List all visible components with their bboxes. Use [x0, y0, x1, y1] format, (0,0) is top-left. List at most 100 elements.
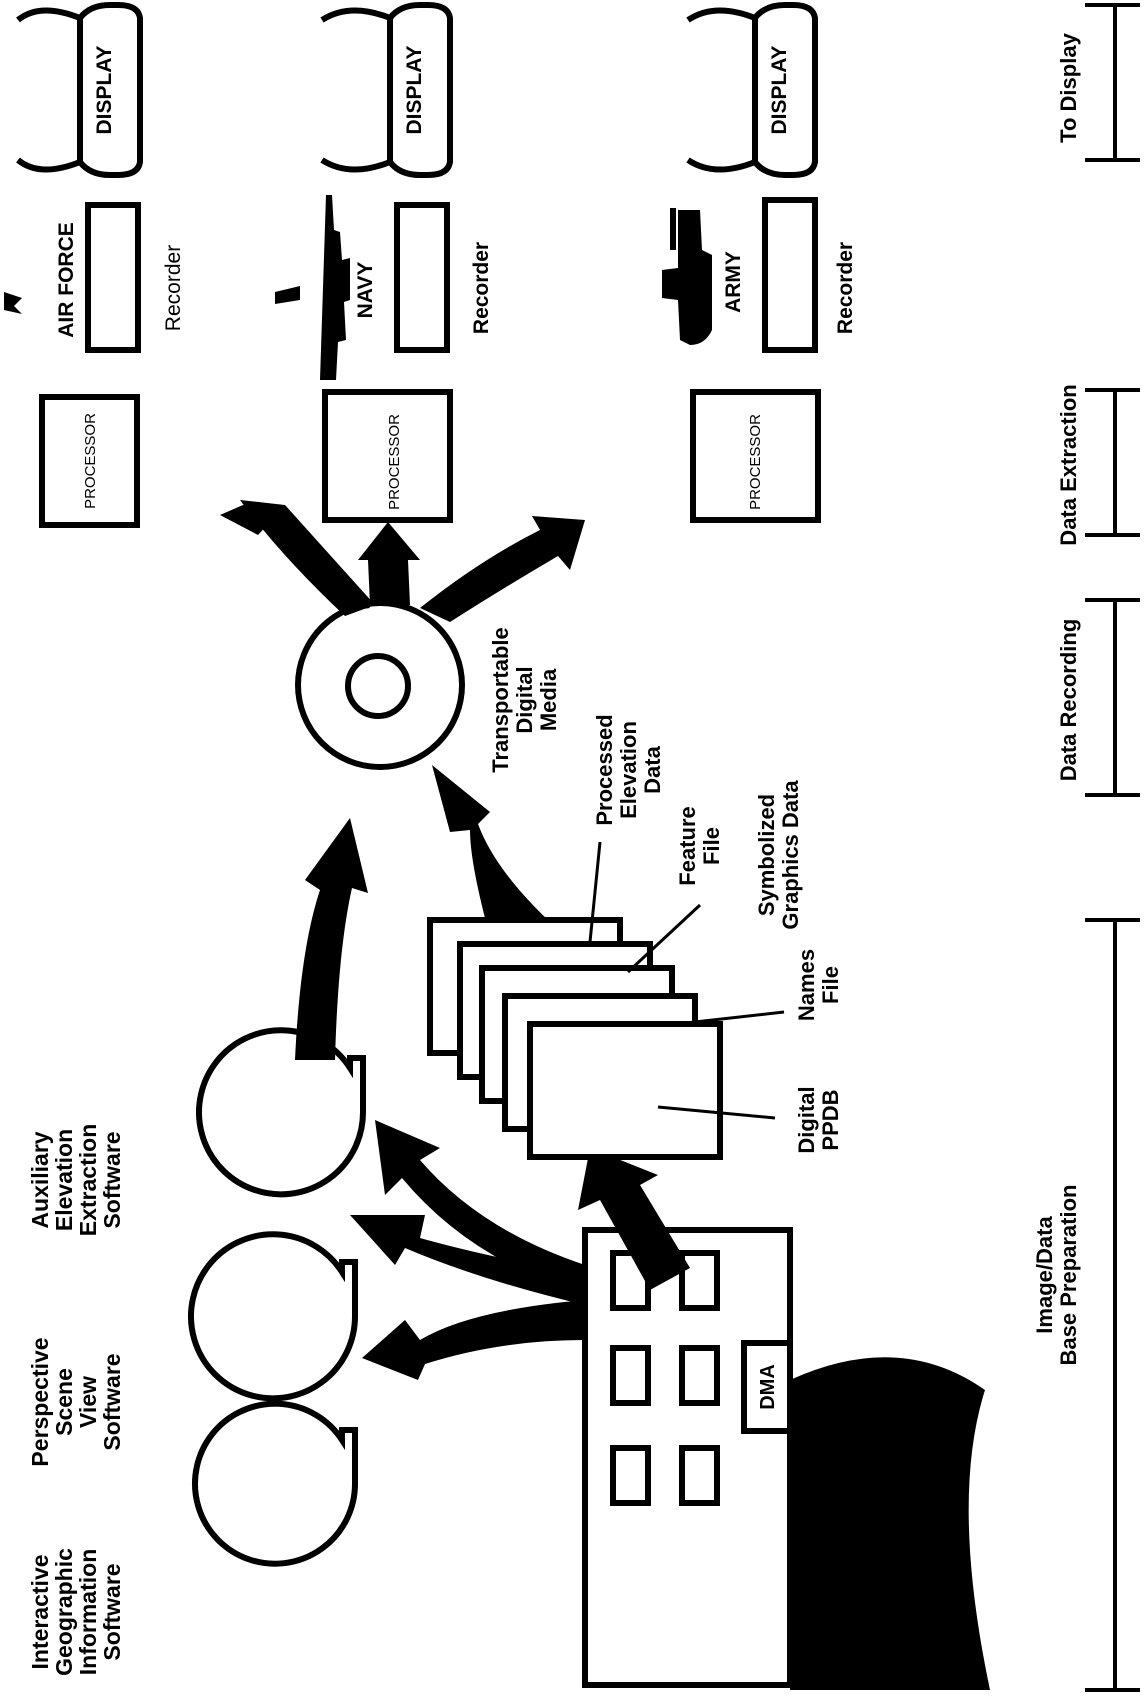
- arrow-media-to-navy: [358, 522, 420, 605]
- svg-text:DISPLAY: DISPLAY: [768, 45, 791, 134]
- ppdb-label: Digital PPDB: [794, 1086, 843, 1153]
- svg-text:Feature: Feature: [675, 806, 700, 885]
- svg-text:DISPLAY: DISPLAY: [403, 45, 426, 134]
- svg-text:Perspective: Perspective: [27, 1337, 53, 1466]
- navy-display: [387, 2, 453, 178]
- mound-shape: [790, 1357, 990, 1690]
- airforce-display-label: DISPLAY: [93, 45, 116, 134]
- svg-text:Processed: Processed: [592, 714, 617, 825]
- gis-software-label: Interactive Geographic Information Softw…: [27, 1548, 125, 1676]
- svg-text:PROCESSOR: PROCESSOR: [747, 414, 764, 510]
- arrow-files-to-media: [432, 765, 550, 922]
- auxiliary-software-label: Auxiliary Elevation Extraction Software: [27, 1124, 125, 1236]
- building-window: [679, 1250, 720, 1311]
- army-recorder-label: Recorder: [834, 242, 857, 334]
- navy-display-frame: [320, 7, 392, 173]
- svg-text:PROCESSOR: PROCESSOR: [386, 414, 403, 510]
- symbolized-label: Symbolized Graphics Data: [754, 780, 803, 930]
- airforce-processor: [39, 394, 140, 528]
- army-service-label: ARMY: [722, 251, 745, 313]
- svg-text:Data: Data: [640, 745, 665, 793]
- media-label: Transportable Digital Media: [488, 627, 561, 772]
- svg-text:Base Preparation: Base Preparation: [1056, 1185, 1081, 1366]
- svg-text:Recorder: Recorder: [470, 242, 493, 334]
- svg-text:Interactive: Interactive: [27, 1554, 53, 1669]
- feature-file-label: Feature File: [675, 806, 724, 885]
- svg-text:Digital: Digital: [794, 1086, 819, 1153]
- army-processor-label: PROCESSOR: [747, 414, 764, 510]
- building-label: DMA: [757, 1364, 779, 1410]
- aircraft-icon: [4, 292, 22, 314]
- svg-text:Symbolized: Symbolized: [754, 794, 779, 916]
- svg-text:Data Recording: Data Recording: [1056, 619, 1081, 782]
- svg-text:Media: Media: [536, 668, 561, 731]
- dma-building: [582, 1227, 793, 1688]
- svg-text:Image/Data: Image/Data: [1032, 1216, 1057, 1334]
- svg-text:Graphics Data: Graphics Data: [778, 780, 803, 930]
- svg-text:Extraction: Extraction: [75, 1124, 101, 1236]
- svg-text:ARMY: ARMY: [722, 251, 745, 313]
- army-display-label: DISPLAY: [768, 45, 791, 134]
- svg-text:PPDB: PPDB: [818, 1089, 843, 1150]
- svg-text:Information: Information: [75, 1549, 101, 1676]
- building-window: [679, 1345, 720, 1406]
- navy-row: [275, 2, 453, 523]
- airforce-display-frame: [16, 7, 82, 173]
- svg-text:AIR FORCE: AIR FORCE: [55, 222, 78, 338]
- army-processor: [690, 389, 821, 523]
- gis-software-disk: [192, 1400, 358, 1567]
- svg-text:Names: Names: [794, 949, 819, 1021]
- arrow-media-to-airforce: [220, 500, 375, 616]
- navy-processor-label: PROCESSOR: [386, 414, 403, 510]
- processed-elevation-label: Processed Elevation Data: [592, 714, 665, 825]
- arrow-to-gis: [362, 1300, 585, 1380]
- phase-display-label: To Display: [1056, 32, 1081, 142]
- airforce-recorder: [85, 202, 141, 353]
- phase-recording-label: Data Recording: [1056, 619, 1081, 782]
- svg-text:View: View: [75, 1376, 101, 1428]
- army-recorder: [762, 197, 818, 353]
- airforce-display: [77, 2, 143, 178]
- airforce-recorder-label: Recorder: [162, 245, 185, 331]
- svg-text:Digital: Digital: [512, 666, 537, 733]
- army-row: [662, 2, 821, 523]
- arrow-to-perspective: [350, 1215, 585, 1305]
- svg-text:Elevation: Elevation: [51, 1129, 77, 1231]
- svg-text:Recorder: Recorder: [834, 242, 857, 334]
- file-stack: [427, 917, 723, 1160]
- svg-text:Software: Software: [99, 1563, 125, 1660]
- arrow-to-files: [578, 1148, 690, 1290]
- svg-text:File: File: [699, 827, 724, 865]
- phase-brackets: [1085, 3, 1140, 1692]
- navy-display-label: DISPLAY: [403, 45, 426, 134]
- svg-text:Software: Software: [99, 1353, 125, 1450]
- arrow-auxiliary-to-media: [295, 818, 368, 1060]
- perspective-software-label: Perspective Scene View Software: [27, 1337, 125, 1466]
- media-disc: [295, 600, 465, 770]
- building-window: [679, 1445, 720, 1506]
- svg-text:Software: Software: [99, 1131, 125, 1228]
- svg-text:Elevation: Elevation: [616, 721, 641, 819]
- navy-recorder: [394, 202, 450, 353]
- navy-processor: [322, 389, 453, 523]
- svg-text:PROCESSOR: PROCESSOR: [82, 413, 99, 509]
- svg-text:Scene: Scene: [51, 1368, 77, 1436]
- names-file-label: Names File: [794, 949, 843, 1021]
- svg-text:Transportable: Transportable: [488, 627, 513, 772]
- navy-recorder-label: Recorder: [470, 242, 493, 334]
- navy-service-label: NAVY: [354, 262, 377, 319]
- army-display-frame: [686, 7, 757, 173]
- building-window: [610, 1345, 651, 1406]
- file-ppdb: [527, 1021, 723, 1160]
- svg-text:Geographic: Geographic: [51, 1548, 77, 1676]
- phase-prep-label: Image/Data Base Preparation: [1032, 1185, 1081, 1366]
- svg-text:NAVY: NAVY: [354, 262, 377, 319]
- building-door: [741, 1340, 793, 1434]
- building-window: [610, 1445, 651, 1506]
- ship-icon: [320, 195, 350, 380]
- file-leaders: [588, 841, 785, 1120]
- phase-extraction-label: Data Extraction: [1056, 384, 1081, 545]
- svg-text:Data Extraction: Data Extraction: [1056, 384, 1081, 545]
